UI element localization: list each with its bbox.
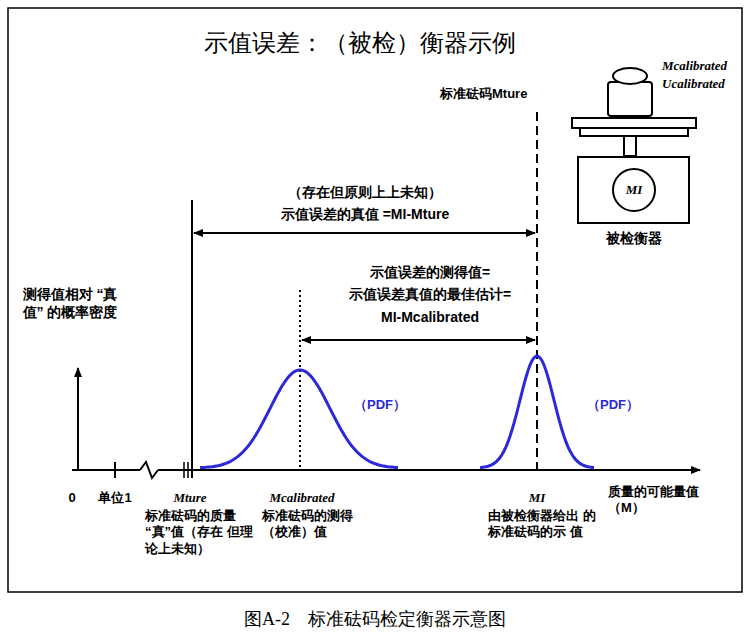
scale-dial: MI [612, 168, 656, 212]
label: （PDF） [354, 397, 406, 413]
label: MI [529, 490, 546, 506]
dimension-arrow [194, 232, 535, 234]
caption: 图A-2 标准砝码检定衡器示意图 [0, 608, 750, 631]
scale-label: 被检衡器 [606, 230, 662, 248]
label: 单位1 [98, 490, 131, 506]
tick [183, 462, 185, 478]
label: 0 [68, 490, 75, 506]
pdf-curve [200, 370, 398, 468]
label: 示值误差真值的最佳估计= [349, 286, 511, 304]
label: 测得值相对 “真值” 的概率密度 [20, 286, 120, 321]
tick [114, 462, 116, 478]
pdf-curve [480, 356, 594, 467]
scale-pan [572, 118, 696, 128]
label: 示值误差的真值 =MI-Mture [281, 206, 449, 224]
y-axis [77, 368, 79, 470]
label: 由被检衡器给出 的标准砝码的示 值 [488, 508, 600, 541]
label: Mture [173, 490, 206, 506]
weight [608, 82, 652, 116]
label: MI-Mcalibrated [381, 309, 479, 327]
weight-knob [613, 68, 647, 84]
frame [8, 8, 742, 592]
x-axis [158, 469, 700, 471]
label: （存在但原则上上未知） [288, 184, 442, 202]
label: Ucalibrated [662, 76, 725, 92]
label: Mcalibrated [662, 58, 727, 74]
label: 质量的可能量值 （M） [608, 484, 728, 517]
indication-line [536, 112, 538, 470]
label: Mcalibrated [270, 490, 335, 506]
label: 标准砝码的质量 “真”值（存在 但理论上未知） [145, 508, 257, 557]
scale-body: 被检衡器MI [577, 156, 690, 224]
dimension-arrow [302, 339, 535, 341]
x-axis [72, 469, 140, 471]
true-value-line [191, 200, 193, 478]
label: 示值误差的测得值= [370, 264, 490, 282]
label: （PDF） [587, 397, 639, 413]
dial-label: MI [626, 182, 643, 198]
scale-plate [580, 128, 688, 136]
scale-column [624, 136, 636, 156]
title: 示值误差：（被检）衡器示例 [0, 28, 720, 58]
calibrated-line [299, 290, 301, 470]
label: 标准砝码Mture [440, 86, 527, 102]
axis-break [140, 462, 158, 478]
label: 标准砝码的测得 （校准）值 [262, 508, 370, 541]
tick [187, 462, 189, 478]
